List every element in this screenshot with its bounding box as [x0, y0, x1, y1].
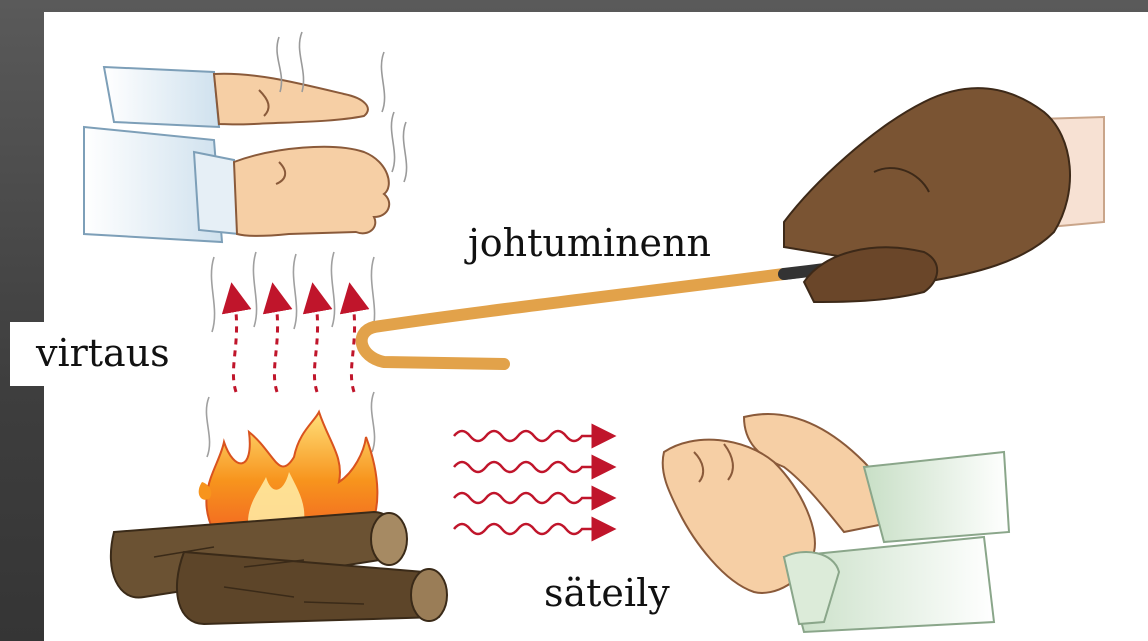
convection-arrows	[233, 297, 354, 392]
label-convection: virtaus	[10, 322, 186, 386]
illustration-panel: johtuminenn säteily	[44, 12, 1148, 641]
arrow-icon	[274, 297, 277, 392]
wavy-arrow-icon	[454, 493, 604, 503]
arrow-icon	[233, 297, 236, 392]
convection-shimmer	[206, 252, 374, 457]
wavy-arrow-icon	[454, 524, 604, 534]
label-conduction: johtuminenn	[468, 224, 711, 262]
radiation-arrows	[454, 431, 604, 534]
heat-transfer-illustration	[44, 12, 1148, 641]
upper-hand-icon	[104, 67, 368, 127]
arrow-icon	[351, 297, 354, 392]
wavy-arrow-icon	[454, 431, 604, 441]
upper-hands-group	[84, 32, 407, 242]
wavy-arrow-icon	[454, 462, 604, 472]
lower-hand-icon	[84, 127, 389, 242]
log-icon	[111, 512, 447, 624]
arrow-icon	[314, 297, 317, 392]
radiant-hands-group	[663, 414, 1009, 632]
glove-icon	[784, 88, 1104, 302]
label-radiation: säteily	[544, 574, 670, 612]
